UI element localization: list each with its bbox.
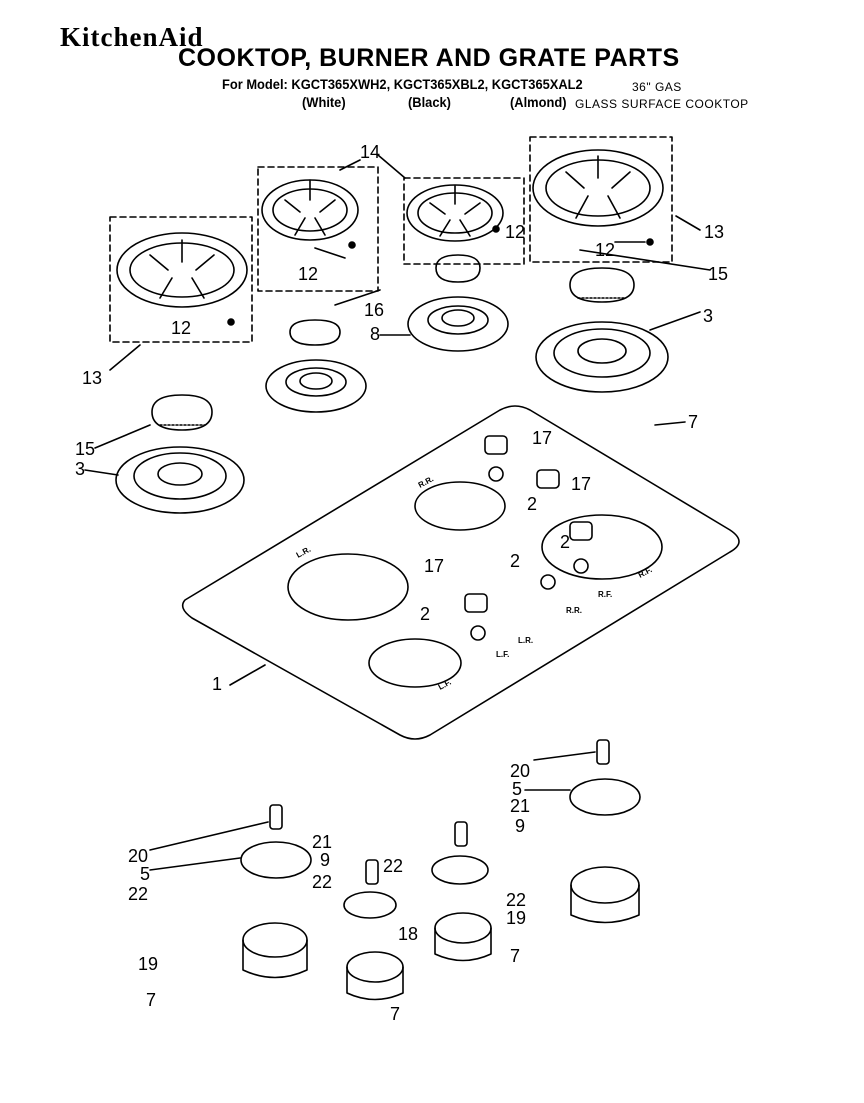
burner-label-lr: L.R.	[295, 545, 313, 560]
callout-22-midleft: 22	[312, 872, 332, 892]
callout-17-rear: 17	[532, 428, 552, 448]
callout-17-front: 17	[424, 556, 444, 576]
callout-7-bottom: 7	[390, 1004, 400, 1024]
burner-cap-small-right	[435, 254, 481, 283]
callout-2-rear: 2	[527, 494, 537, 514]
callout-16: 16	[364, 300, 384, 320]
valve-label-lf: L.F.	[496, 650, 509, 659]
variant-almond: (Almond)	[510, 94, 567, 110]
callout-21-mid: 21	[312, 832, 332, 852]
callout-3-left: 3	[75, 459, 85, 479]
callout-14: 14	[360, 142, 380, 162]
brand-logo: KitchenAid	[60, 22, 204, 52]
callout-1: 1	[212, 674, 222, 694]
grate-right-middle	[403, 177, 525, 265]
callout-19-right: 19	[506, 908, 526, 928]
valve-label-lr: L.R.	[518, 636, 533, 645]
callout-20-left: 20	[128, 846, 148, 866]
ring-center	[431, 855, 489, 885]
callout-18: 18	[398, 924, 418, 944]
callout-2-front: 2	[420, 604, 430, 624]
callout-22-right: 22	[506, 890, 526, 910]
callout-15-left: 15	[75, 439, 95, 459]
burner-label-rf: R.F.	[637, 565, 654, 580]
callout-5-right: 5	[512, 779, 522, 799]
valve-mid	[346, 951, 404, 1001]
grate-left-middle	[257, 166, 379, 292]
callout-13-left: 13	[82, 368, 102, 388]
variant-black: (Black)	[408, 94, 451, 110]
valve-label-rf: R.F.	[598, 590, 612, 599]
grate-left-rear	[109, 216, 253, 343]
knob-rear	[484, 435, 508, 482]
callout-22-mid: 22	[383, 856, 403, 876]
callout-20-right: 20	[510, 761, 530, 781]
callouts: 14 13 13 12 12 12 12 16 8 15 15 3 3 7 17…	[75, 142, 728, 1024]
callout-22-left: 22	[128, 884, 148, 904]
orifice-left	[269, 804, 283, 830]
valve-label-rr: R.R.	[566, 606, 582, 615]
burner-cap-large-left	[151, 394, 213, 431]
callout-21-right: 21	[510, 796, 530, 816]
burner-base-large-right	[535, 321, 669, 393]
page-title: COOKTOP, BURNER AND GRATE PARTS	[178, 44, 680, 72]
ring-right	[569, 778, 641, 816]
description-line2: GLASS SURFACE COOKTOP	[575, 97, 749, 111]
leader-lines	[84, 154, 711, 871]
valve-right	[570, 866, 640, 924]
callout-17-right: 17	[571, 474, 591, 494]
burner-cap-small-left	[289, 319, 341, 346]
callout-19-left: 19	[138, 954, 158, 974]
diagram-header: KitchenAid COOKTOP, BURNER AND GRATE PAR…	[0, 0, 864, 125]
callout-7-right: 7	[688, 412, 698, 432]
knob-right-lower	[569, 521, 593, 574]
callout-12-right: 12	[595, 240, 615, 260]
orifice-mid	[365, 859, 379, 885]
callout-7-lowleft: 7	[146, 990, 156, 1010]
callout-15-right: 15	[708, 264, 728, 284]
glass-cooktop	[181, 405, 740, 740]
callout-12-rightmid: 12	[505, 222, 525, 242]
callout-9-mid: 9	[320, 850, 330, 870]
ring-mid	[343, 891, 397, 919]
grate-right-rear	[529, 136, 673, 263]
valve-left	[242, 922, 308, 979]
callout-13-right: 13	[704, 222, 724, 242]
valve-center	[434, 912, 492, 962]
burner-base-large-left	[115, 446, 245, 514]
callout-2-right: 2	[560, 532, 570, 552]
callout-9-right: 9	[515, 816, 525, 836]
callout-3-right: 3	[703, 306, 713, 326]
burner-base-small-right	[407, 296, 509, 352]
burner-cap-large-right	[569, 267, 635, 303]
callout-12-left: 12	[171, 318, 191, 338]
callout-7-lowright: 7	[510, 946, 520, 966]
ring-left	[240, 841, 312, 879]
burner-label-lf: L.F.	[437, 678, 453, 692]
callout-12-mid: 12	[298, 264, 318, 284]
orifice-center	[454, 821, 468, 847]
knob-right-upper	[536, 469, 560, 590]
callout-5-left: 5	[140, 864, 150, 884]
knob-front	[464, 593, 488, 641]
callout-2-rightmid: 2	[510, 551, 520, 571]
orifice-right	[596, 739, 610, 765]
cooktop-labels: L.R. R.R. L.F. R.F. L.R. R.R. L.F. R.F.	[295, 474, 654, 691]
burner-base-small-left	[265, 359, 367, 413]
description-line1: 36" GAS	[632, 80, 682, 94]
callout-8: 8	[370, 324, 380, 344]
model-list: For Model: KGCT365XWH2, KGCT365XBL2, KGC…	[222, 76, 583, 92]
variant-white: (White)	[302, 94, 346, 110]
